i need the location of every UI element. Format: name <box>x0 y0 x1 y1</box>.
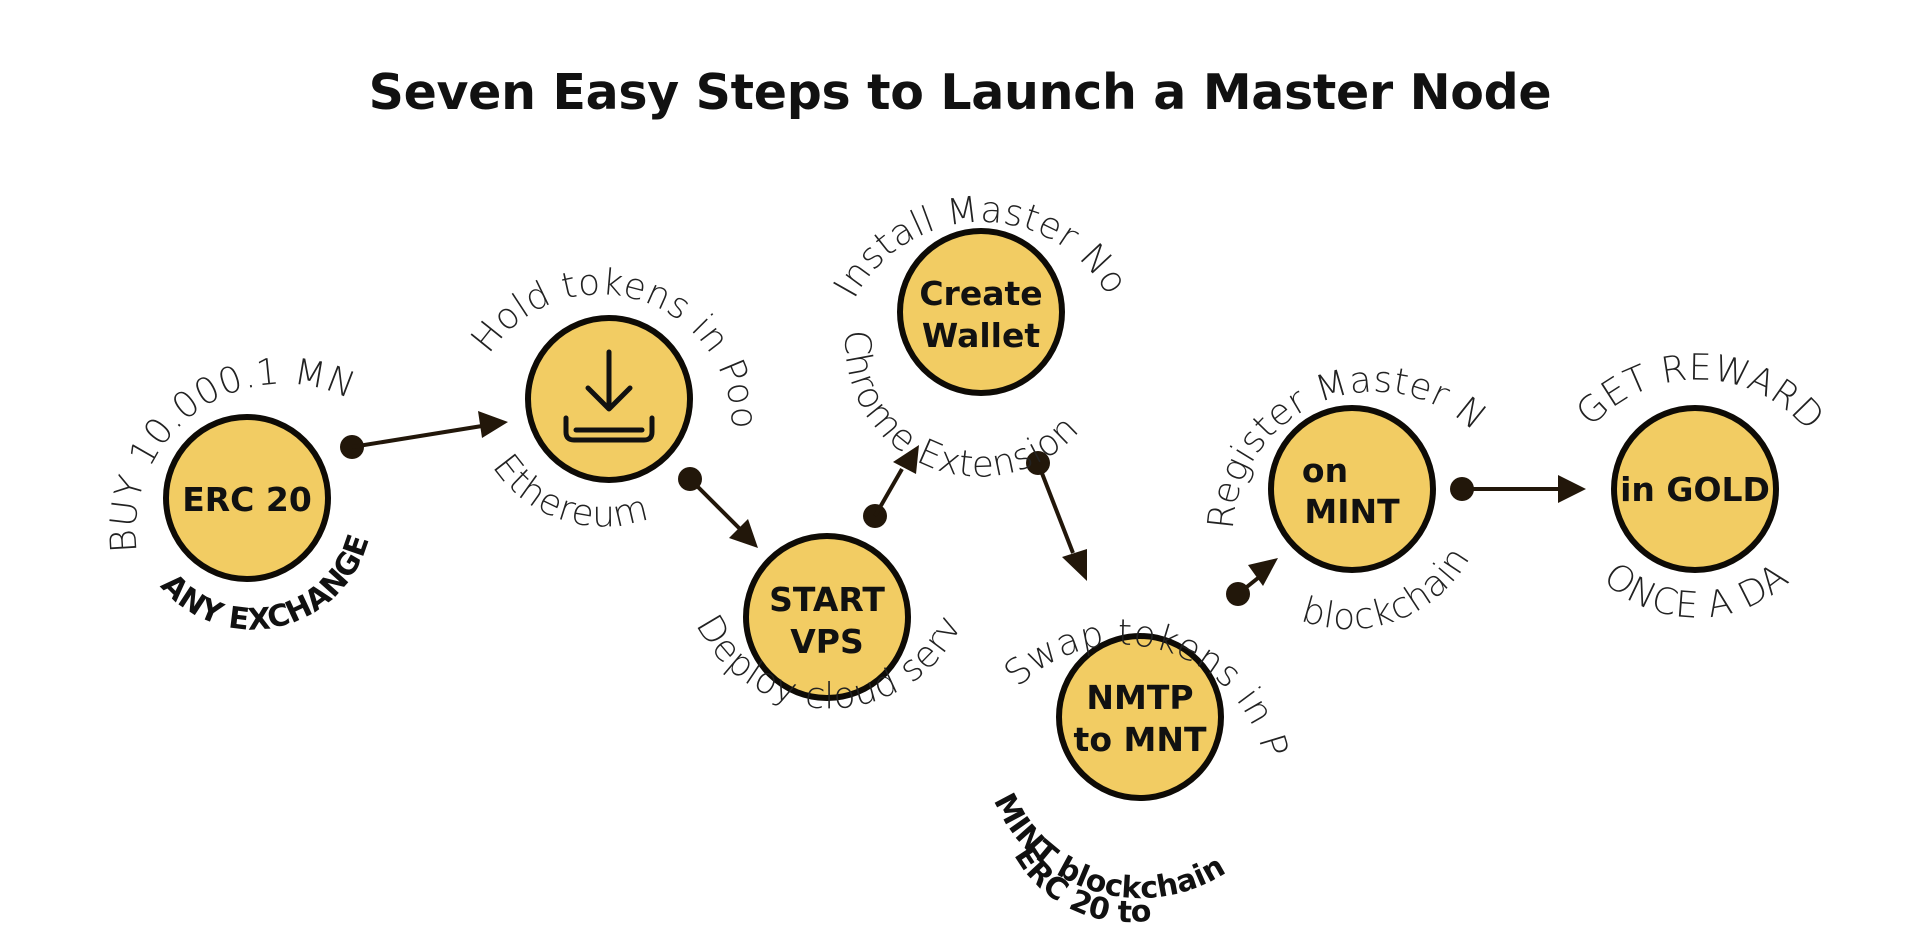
arrow-head <box>478 411 508 438</box>
connector-1-2 <box>340 411 508 459</box>
step-1-circle <box>163 414 331 582</box>
step-5-circle <box>1056 633 1224 801</box>
arrow-head <box>1248 558 1278 586</box>
step-3-label-line-1: START <box>769 580 885 619</box>
step-4-circle <box>897 228 1065 396</box>
step-6-label-line-2: MINT <box>1304 492 1400 531</box>
step-6-label-line-1: on <box>1302 451 1348 490</box>
step-3-label-line-2: VPS <box>790 622 864 661</box>
step-5-label-line-1: NMTP <box>1086 678 1193 717</box>
step-4-label-line-2: Wallet <box>922 316 1040 355</box>
download-tray-icon <box>563 349 655 443</box>
connector-6-7 <box>1450 475 1586 503</box>
connector-5-6 <box>1226 558 1278 606</box>
arrow-head <box>1558 475 1586 503</box>
step-1: ERC 20 BUY 10.000.1 MNTP ANY EXCHANGE <box>0 0 377 638</box>
step-6-circle <box>1268 405 1436 573</box>
connector-3-4 <box>863 445 919 528</box>
step-7-circle <box>1611 405 1779 573</box>
step-3-circle <box>743 533 911 701</box>
arrow-head <box>893 445 919 474</box>
arrow-head <box>1062 549 1087 581</box>
step-1-label: ERC 20 <box>182 480 312 519</box>
step-5-label-line-2: to MNT <box>1074 720 1207 759</box>
step-7-label: in GOLD <box>1620 470 1770 509</box>
step-3: START VPS Deploy cloud server <box>0 0 970 718</box>
step-4-label-line-1: Create <box>919 274 1042 313</box>
connector-2-3 <box>678 467 758 548</box>
step-5-arc-bottom-line-2: MINT blockchain <box>986 788 1231 907</box>
step-2: Hold tokens in Pool Ethereum <box>0 0 764 536</box>
page-title: Seven Easy Steps to Launch a Master Node <box>368 64 1552 121</box>
connectors <box>340 411 1586 606</box>
connector-4-5 <box>1026 451 1087 581</box>
arrow-head <box>729 519 758 548</box>
